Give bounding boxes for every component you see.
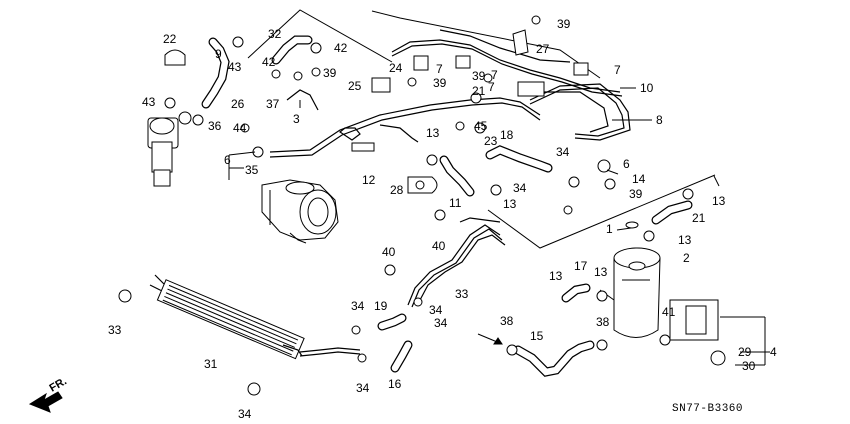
callout-38: 38 bbox=[500, 314, 514, 328]
callout-31: 32 bbox=[268, 27, 282, 41]
callout-42: 42 bbox=[334, 41, 348, 55]
callout-10: 10 bbox=[640, 81, 654, 95]
callout-38b: 38 bbox=[596, 315, 610, 329]
callout-13f: 13 bbox=[594, 265, 608, 279]
callout-7: 7 bbox=[436, 62, 443, 76]
callout-7d: 7 bbox=[614, 63, 621, 77]
callout-25: 25 bbox=[348, 79, 362, 93]
callout-13c: 13 bbox=[712, 194, 726, 208]
callout-16: 16 bbox=[388, 377, 402, 391]
callout-1: 1 bbox=[606, 222, 613, 236]
callout-13d: 13 bbox=[678, 233, 692, 247]
callout-14: 14 bbox=[632, 172, 646, 186]
callout-13b: 13 bbox=[503, 197, 517, 211]
callout-24: 24 bbox=[389, 61, 403, 75]
callout-39: 39 bbox=[323, 66, 337, 80]
front-direction-arrow: FR. bbox=[28, 375, 69, 413]
callout-7c: 7 bbox=[488, 80, 495, 94]
callout-39e: 39 bbox=[629, 187, 643, 201]
callout-37b: 37 bbox=[266, 97, 280, 111]
callout-42b: 42 bbox=[262, 55, 276, 69]
callout-9: 9 bbox=[215, 47, 222, 61]
callout-34: 34 bbox=[556, 145, 570, 159]
callout-13e: 13 bbox=[549, 269, 563, 283]
leader-lines bbox=[228, 87, 770, 366]
oil-cooler bbox=[149, 274, 305, 360]
callout-4: 4 bbox=[770, 345, 777, 359]
callout-33b: 34 bbox=[238, 407, 252, 421]
callout-15: 15 bbox=[530, 329, 544, 343]
callout-39b: 39 bbox=[433, 76, 447, 90]
callout-34b: 34 bbox=[513, 181, 527, 195]
callout-22: 22 bbox=[163, 32, 177, 46]
clamps-and-fasteners bbox=[118, 15, 726, 396]
callout-12: 12 bbox=[362, 173, 376, 187]
callout-32: 33 bbox=[455, 287, 469, 301]
callout-11: 11 bbox=[449, 196, 462, 210]
callout-7b: 7 bbox=[491, 68, 498, 82]
cooler-lines bbox=[299, 217, 506, 357]
callout-6: 6 bbox=[623, 157, 630, 171]
callout-labels: 22 9 43 43 26 36 37 44 32 42 42 39 3 6 3… bbox=[108, 17, 777, 421]
callout-35: 30 bbox=[742, 359, 756, 373]
callout-29: 28 bbox=[390, 183, 404, 197]
power-steering-pump bbox=[261, 179, 339, 244]
callout-17: 17 bbox=[574, 259, 588, 273]
flow-arrow bbox=[477, 333, 503, 345]
callout-34e: 34 bbox=[434, 316, 448, 330]
callout-20: 21 bbox=[472, 84, 486, 98]
callout-33: 33 bbox=[108, 323, 122, 337]
callout-36: 35 bbox=[245, 163, 259, 177]
callout-30: 31 bbox=[204, 357, 218, 371]
callout-2: 2 bbox=[683, 251, 690, 265]
callout-26: 26 bbox=[231, 97, 245, 111]
callout-13: 13 bbox=[426, 126, 440, 140]
callout-19: 19 bbox=[374, 299, 388, 313]
callout-39c: 39 bbox=[472, 69, 486, 83]
callout-21: 21 bbox=[692, 211, 706, 225]
callout-34c: 34 bbox=[351, 299, 365, 313]
diagram-code: SN77-B3360 bbox=[672, 403, 743, 415]
callout-44: 44 bbox=[233, 121, 247, 135]
return-pipe-assembly bbox=[269, 29, 631, 158]
callout-37: 36 bbox=[208, 119, 222, 133]
callout-34d: 34 bbox=[429, 303, 443, 317]
callout-43: 43 bbox=[228, 60, 242, 74]
reservoir-tank bbox=[599, 221, 661, 338]
callout-39d: 39 bbox=[557, 17, 571, 31]
callout-28: 29 bbox=[738, 345, 752, 359]
hoses bbox=[201, 35, 693, 377]
callout-27: 27 bbox=[536, 42, 550, 56]
callout-8: 8 bbox=[656, 113, 663, 127]
callout-41: 41 bbox=[662, 305, 676, 319]
callout-23: 23 bbox=[484, 134, 498, 148]
callout-3: 3 bbox=[293, 112, 300, 126]
callout-5: 6 bbox=[224, 153, 231, 167]
callout-43b: 43 bbox=[142, 95, 156, 109]
front-direction-label: FR. bbox=[48, 375, 69, 394]
callout-18: 18 bbox=[500, 128, 514, 142]
callout-40b: 40 bbox=[382, 245, 396, 259]
callout-40: 40 bbox=[432, 239, 446, 253]
callout-45: 45 bbox=[474, 119, 488, 133]
callout-34f: 34 bbox=[356, 381, 370, 395]
